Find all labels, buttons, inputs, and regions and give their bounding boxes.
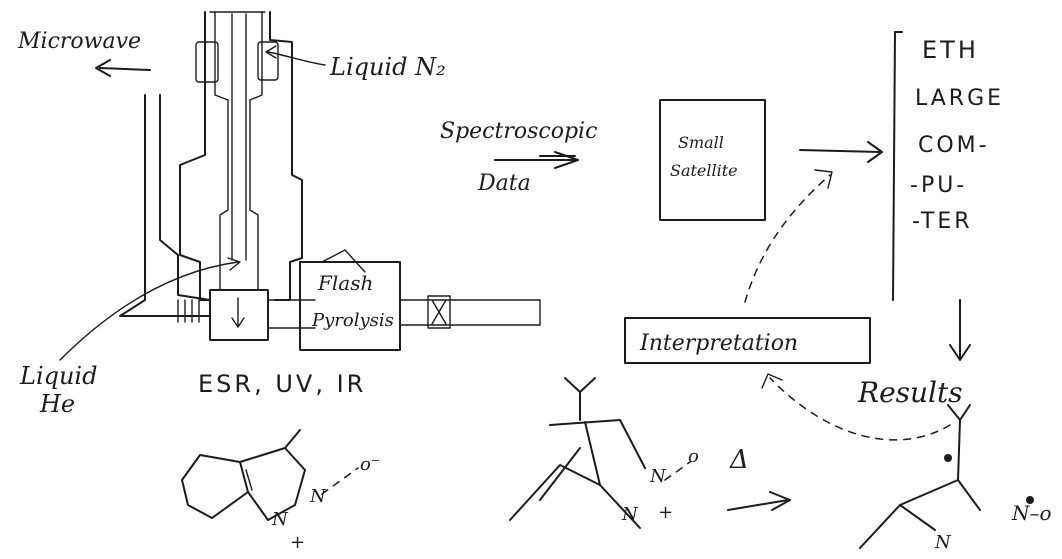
- flash-pyrolysis-box: [299, 249, 541, 351]
- eth-line-2: LARGE: [915, 86, 1004, 111]
- n-atom-2b: N: [621, 504, 639, 525]
- liquid-he-label-line1: Liquid: [19, 362, 97, 390]
- spectroscopic-data-arrow: [494, 151, 579, 169]
- delta-symbol: Δ: [729, 445, 749, 475]
- esr-uv-ir-label: ESR, UV, IR: [198, 370, 366, 398]
- liquid-n2-label: Liquid N₂: [329, 53, 446, 81]
- liquid-n2-pointer: [265, 45, 326, 66]
- eth-line-3: COM-: [918, 133, 990, 158]
- satellite-to-eth-arrow: [799, 141, 883, 163]
- interpretation-dashed-arrow: [744, 174, 831, 303]
- eth-bracket: [892, 31, 903, 301]
- liquid-he-pointer: [59, 257, 241, 361]
- results-label: Results: [857, 376, 963, 409]
- reaction-arrow: [727, 491, 791, 511]
- interpretation-label: Interpretation: [639, 331, 798, 356]
- plus-1: +: [290, 532, 305, 553]
- n-atom-1a: N: [309, 486, 327, 507]
- charge-o-1: o⁻: [360, 454, 380, 475]
- small-label: Small: [678, 133, 724, 152]
- n-o-label: N–o: [1011, 501, 1052, 525]
- pyrolysis-label: Pyrolysis: [311, 310, 394, 331]
- cryostat-apparatus: [119, 11, 316, 341]
- plus-2: +: [658, 502, 673, 523]
- eth-line-4: -PU-: [910, 173, 967, 198]
- o-atom-2: o: [688, 446, 699, 467]
- molecule-3: [859, 404, 1034, 549]
- interpretation-box: [624, 317, 871, 364]
- liquid-he-label-line2: He: [39, 390, 75, 418]
- n-atom-2a: N: [649, 466, 667, 487]
- small-satellite-box: [659, 99, 766, 221]
- satellite-label: Satellite: [670, 161, 738, 180]
- molecule-2: [509, 377, 646, 529]
- eth-line-1: ETH: [922, 36, 979, 64]
- eth-line-5: -TER: [912, 209, 973, 234]
- results-feedback-curve: [769, 377, 951, 441]
- spectroscopic-label: Spectroscopic: [440, 119, 597, 144]
- eth-to-results-arrow: [949, 299, 971, 361]
- flash-label: Flash: [317, 271, 373, 295]
- molecule-1: [181, 429, 306, 521]
- microwave-label: Microwave: [17, 29, 141, 54]
- n-atom-1b: N: [271, 509, 289, 530]
- microwave-arrow: [95, 59, 151, 77]
- n-atom-3: N: [934, 532, 952, 553]
- data-label: Data: [477, 171, 531, 196]
- eth-large-computer: ETH LARGE COM- -PU- -TER: [910, 36, 1004, 234]
